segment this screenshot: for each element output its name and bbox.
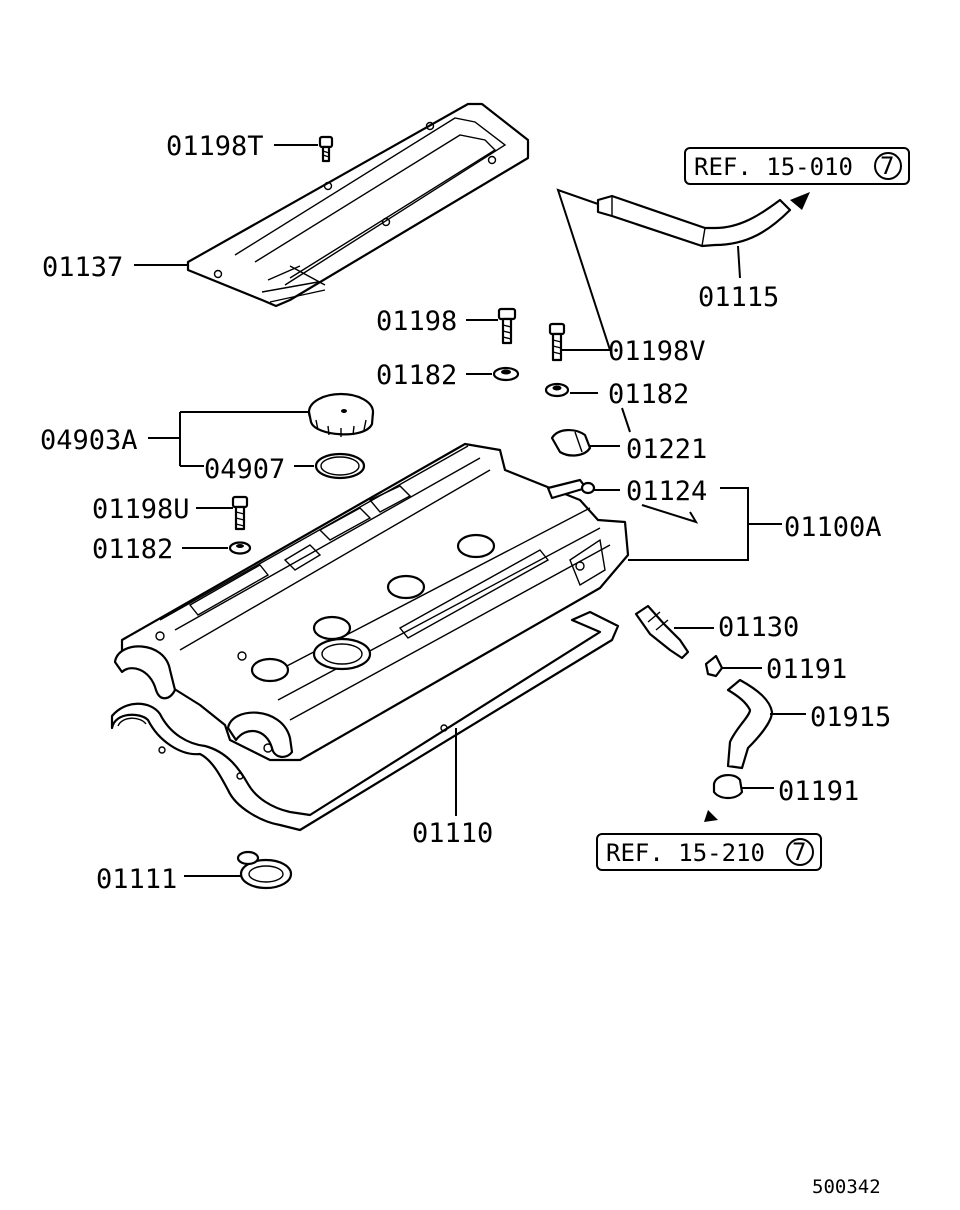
label-clamp-a: 01191 [766,654,847,685]
label-bolt: 01198 [376,306,457,337]
ref-box-top[interactable]: REF. 15-010 7 [684,147,910,185]
clamp-b-part [704,774,744,822]
label-washer-a: 01182 [376,360,457,391]
plug-seal-part [236,850,293,890]
cap-gasket-part [314,452,366,480]
bolt-v-part [548,322,566,362]
ref-top-circle-number: 7 [880,152,894,180]
pcv-hose-part [726,678,774,770]
label-bolt-u: 01198U [92,494,190,525]
label-bolt-v: 01198V [608,336,706,367]
label-nipple: 01124 [626,476,707,507]
label-cover-bolt-t: 01198T [166,131,264,162]
diagram-id: 500342 [812,1176,881,1198]
filler-cap-part [307,392,375,437]
label-pcv-hose: 01915 [810,702,891,733]
label-grommet: 01221 [626,434,707,465]
grommet-part [550,429,592,457]
label-cap-gasket: 04907 [204,454,285,485]
label-filler-cap-assy: 04903A [40,425,138,456]
label-plug-seal: 01111 [96,864,177,895]
ref-bottom-text: REF. 15-210 [606,839,765,867]
nipple-part [580,481,596,495]
part-labels: 01198T 01137 01198 01182 04903A 04907 01… [40,131,891,895]
label-clamp-b: 01191 [778,776,859,807]
cover-gasket-part [110,610,620,832]
clamp-a-part [704,654,724,678]
breather-hose-part [596,192,810,248]
label-top-cover: 01137 [42,252,123,283]
washer-c-part [228,541,252,555]
bolt-part [497,307,517,345]
bolt-t-part [318,135,334,163]
leader-lines [134,144,806,877]
label-cover-gasket: 01110 [412,818,493,849]
label-pcv-valve: 01130 [718,612,799,643]
ref-top-text: REF. 15-010 [694,153,853,181]
ref-box-bottom[interactable]: REF. 15-210 7 [596,833,822,871]
rocker-cover-part [113,442,630,762]
pcv-valve-part [634,604,690,660]
top-cover-part [186,102,530,308]
bolt-u-part [231,495,249,531]
washer-b-part [544,382,570,398]
washer-a-part [492,366,520,382]
label-washer-b: 01182 [608,379,689,410]
label-breather-hose: 01115 [698,282,779,313]
label-rocker-cover-assy: 01100A [784,512,882,543]
label-washer-c: 01182 [92,534,173,565]
ref-bottom-circle-number: 7 [792,838,806,866]
